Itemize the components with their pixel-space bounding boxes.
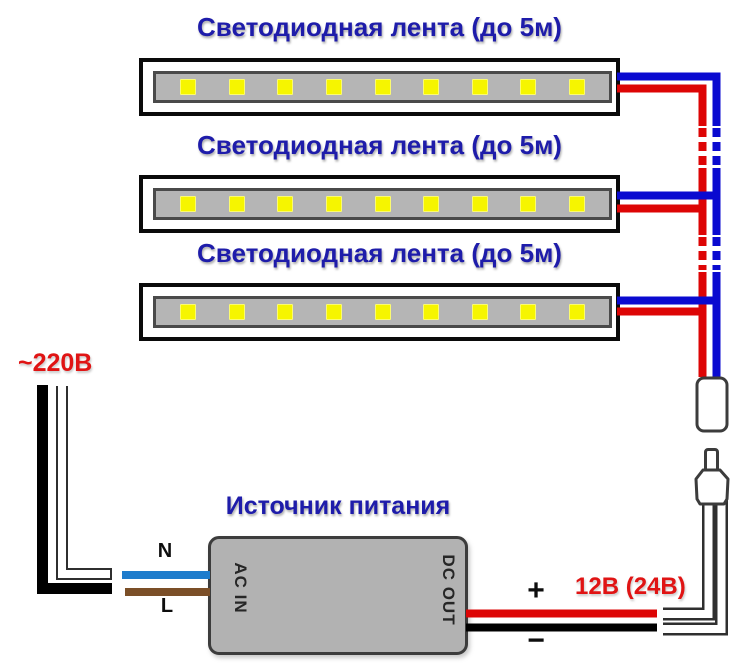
led-square — [520, 79, 537, 95]
led-square — [325, 79, 342, 95]
psu-box — [208, 536, 468, 655]
led-square — [374, 79, 391, 95]
psu-dc-out-label: DC OUT — [439, 554, 458, 626]
led-square — [325, 196, 342, 212]
dc-male-connector — [694, 468, 730, 506]
led-square — [423, 304, 440, 320]
psu-ac-in-label: AC IN — [231, 562, 250, 614]
male-lead-2 — [660, 498, 726, 633]
led-square — [228, 304, 245, 320]
mains-black-wire — [37, 385, 112, 594]
dc-male-connector-tab — [704, 448, 719, 473]
mains-voltage-label: ~220В — [18, 349, 93, 377]
led-square — [228, 79, 245, 95]
led-square — [471, 79, 488, 95]
led-strip-1 — [139, 58, 620, 116]
led-square — [520, 304, 537, 320]
dc-female-connector — [695, 376, 729, 433]
led-square — [471, 304, 488, 320]
strip-1-title: Светодиодная лента (до 5м) — [197, 12, 562, 42]
led-square — [423, 79, 440, 95]
led-square — [569, 196, 585, 212]
led-square — [423, 196, 440, 212]
led-square — [277, 304, 294, 320]
led-square — [520, 196, 537, 212]
led-strip-3-pcb — [153, 296, 612, 328]
dc-bus-blue-wire — [617, 72, 721, 377]
psu-title: Источник питания — [225, 492, 451, 520]
dc-plus-label: + — [527, 574, 545, 607]
neutral-wire-label: N — [157, 540, 173, 562]
line-wire-label: L — [160, 595, 174, 617]
dc-minus-label: − — [527, 624, 545, 657]
led-square — [180, 79, 196, 95]
led-square — [471, 196, 488, 212]
led-strip-1-pcb — [153, 71, 612, 103]
dash-zone-1 — [694, 126, 722, 168]
led-square — [325, 304, 342, 320]
led-square — [180, 196, 196, 212]
dc-bus-red-wire — [617, 84, 707, 377]
mains-white-wire-outline — [56, 386, 112, 580]
led-strip-2 — [139, 175, 620, 233]
led-strip-2-pcb — [153, 188, 612, 220]
led-square — [277, 79, 294, 95]
dc-voltage-label: 12В (24В) — [575, 573, 686, 600]
strip-3-title: Светодиодная лента (до 5м) — [197, 238, 562, 268]
led-square — [374, 196, 391, 212]
led-strip-3 — [139, 283, 620, 341]
led-square — [180, 304, 196, 320]
mains-white-wire — [58, 383, 110, 578]
led-square — [277, 196, 294, 212]
led-square — [228, 196, 245, 212]
male-lead-2-outline — [663, 500, 728, 636]
led-square — [374, 304, 391, 320]
led-square — [569, 304, 585, 320]
led-square — [569, 79, 585, 95]
strip-2-title: Светодиодная лента (до 5м) — [197, 130, 562, 160]
dash-zone-2 — [694, 235, 722, 272]
